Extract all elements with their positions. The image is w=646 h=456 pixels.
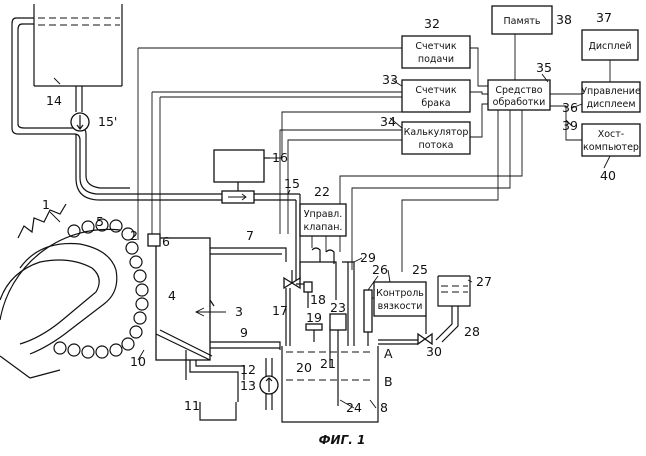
viscosity-control-label-1: Контроль (376, 288, 424, 299)
reject-counter-label-2: брака (421, 98, 450, 109)
sensor-16 (214, 150, 270, 191)
label-32: 32 (424, 16, 440, 31)
display-control-label-1: Управление (581, 86, 641, 97)
label-17: 17 (272, 303, 288, 318)
coating-unit-3 (148, 234, 226, 380)
viscosity-control-label-2: вязкости (378, 301, 423, 312)
valve-control-label-2: клапан. (304, 222, 343, 233)
label-15p: 15' (98, 114, 117, 129)
label-28: 28 (464, 324, 480, 339)
figure-caption: ФИГ. 1 (319, 433, 366, 447)
label-11: 11 (184, 398, 200, 413)
supply-pipe-left (12, 18, 130, 200)
coating-drum-1 (0, 204, 120, 378)
label-3: 3 (235, 304, 243, 319)
drain-container-11 (200, 380, 238, 420)
block-flow-calculator: Калькулятор потока (402, 122, 470, 154)
sensor-23 (330, 314, 346, 330)
block-feed-counter: Счетчик подачи (402, 36, 470, 68)
label-40: 40 (600, 168, 616, 183)
label-25: 25 (412, 262, 428, 277)
label-22: 22 (314, 184, 330, 199)
label-33: 33 (382, 72, 398, 87)
host-computer-label-2: компьютер (583, 142, 639, 153)
label-4: 4 (168, 288, 176, 303)
label-23: 23 (330, 300, 346, 315)
valve-control-label-1: Управл. (304, 209, 343, 220)
processing-label-2: обработки (493, 97, 546, 108)
pump-15p-icon (71, 113, 89, 131)
flow-calculator-label-1: Калькулятор (404, 127, 469, 138)
label-38: 38 (556, 12, 572, 27)
valve-30-icon (378, 316, 432, 344)
block-processing: Средство обработки (488, 80, 550, 110)
display-label: Дисплей (588, 41, 631, 52)
feed-counter-label-1: Счетчик (415, 41, 456, 52)
display-control-label-2: дисплеем (586, 99, 635, 110)
label-16: 16 (272, 150, 288, 165)
block-display: Дисплей (582, 30, 638, 60)
block-viscosity-control: Контроль вязкости (374, 282, 426, 316)
label-5: 5 (96, 214, 104, 229)
label-8: 8 (380, 400, 388, 415)
label-39: 39 (562, 118, 578, 133)
label-35: 35 (536, 60, 552, 75)
label-13: 13 (240, 378, 256, 393)
pump-13-icon (260, 358, 278, 410)
label-9: 9 (240, 325, 248, 340)
block-valve-control: Управл. клапан. (300, 204, 346, 236)
label-6: 6 (162, 234, 170, 249)
label-15: 15 (284, 176, 300, 191)
label-27: 27 (476, 274, 492, 289)
level-a: A (384, 346, 393, 361)
label-21: 21 (320, 356, 336, 371)
block-host-computer: Хост- компьютер (582, 124, 640, 156)
label-20: 20 (296, 360, 312, 375)
memory-label: Память (504, 16, 541, 27)
label-1: 1 (42, 197, 50, 212)
label-18: 18 (310, 292, 326, 307)
reject-counter-label-1: Счетчик (415, 85, 456, 96)
processing-label-1: Средство (495, 85, 542, 96)
label-37: 37 (596, 10, 612, 25)
label-7: 7 (246, 228, 254, 243)
reservoir-14 (34, 4, 122, 86)
label-10: 10 (130, 354, 146, 369)
block-reject-counter: Счетчик брака (402, 80, 470, 112)
label-19: 19 (306, 310, 322, 325)
flow-calculator-label-2: потока (419, 140, 454, 151)
sensor-19 (306, 324, 322, 342)
level-b: B (384, 374, 393, 389)
host-computer-label-1: Хост- (598, 129, 625, 140)
block-display-control: Управление дисплеем (581, 82, 641, 112)
label-30: 30 (426, 344, 442, 359)
label-12: 12 (240, 362, 256, 377)
block-memory: Память (492, 6, 552, 34)
label-29: 29 (360, 250, 376, 265)
label-14: 14 (46, 93, 62, 108)
label-36: 36 (562, 100, 578, 115)
label-2: 2 (130, 228, 138, 243)
viscosity-probe-26 (364, 290, 374, 346)
feed-counter-label-2: подачи (418, 54, 454, 65)
